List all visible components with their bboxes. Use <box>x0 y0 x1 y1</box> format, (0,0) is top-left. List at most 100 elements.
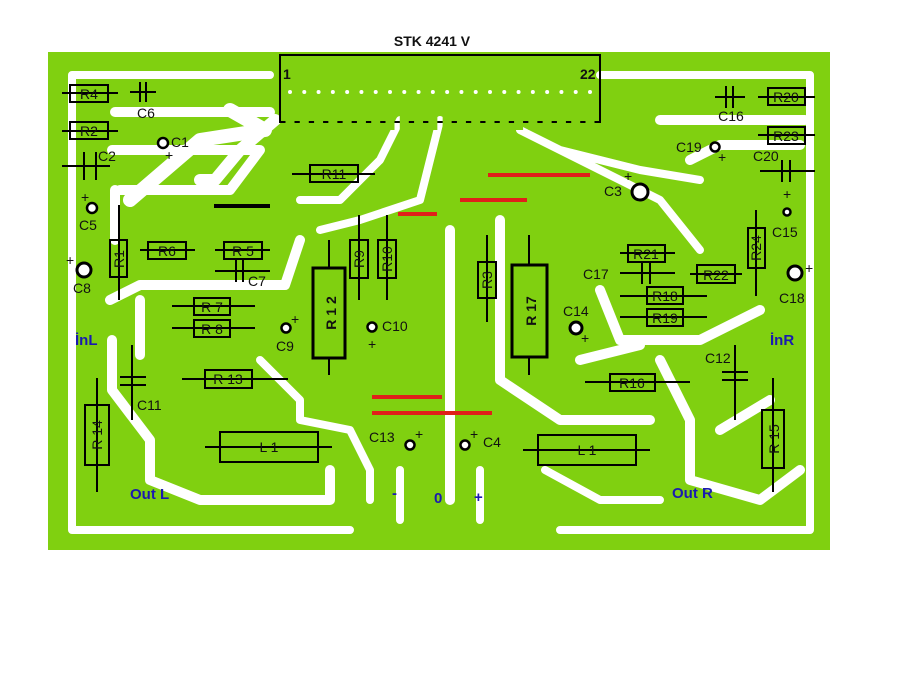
input-right-label: İnR <box>770 332 794 349</box>
svg-text:C1: C1 <box>171 134 189 150</box>
resistor-r18: R18 <box>620 286 707 305</box>
ic-pin-hole <box>416 90 421 94</box>
svg-text:+: + <box>581 330 589 346</box>
ic-pin-hole <box>316 90 321 94</box>
ic-pin-hole <box>473 90 478 94</box>
svg-text:R21: R21 <box>633 246 659 262</box>
copper-isolation <box>68 71 814 534</box>
capacitor-c6: C6 <box>130 82 156 121</box>
ic-pin-hole <box>459 90 464 94</box>
svg-text:R19: R19 <box>652 310 678 326</box>
svg-text:+: + <box>291 311 299 327</box>
resistor-r11: R11 <box>292 164 375 183</box>
svg-text:R 7: R 7 <box>201 299 223 315</box>
resistor-r14: R 14 <box>84 378 110 492</box>
ic-pin-hole <box>345 90 350 94</box>
resistor-r17: R 17 <box>510 235 549 375</box>
capacitor-c4: C4+ <box>459 426 501 451</box>
svg-text:R24: R24 <box>748 235 764 261</box>
ground-label: 0 <box>434 490 442 507</box>
svg-text:L 1: L 1 <box>578 442 597 458</box>
resistor-r1: R1 <box>109 205 128 300</box>
svg-text:+: + <box>718 149 726 165</box>
ic-pin-hole <box>588 90 592 94</box>
svg-text:R3: R3 <box>479 271 495 289</box>
resistor-r24: R24 <box>747 210 766 296</box>
ic-pin-22-label: 22 <box>580 66 596 82</box>
ic-stk4241v-outline <box>279 54 601 123</box>
supply-plus-label: + <box>474 489 483 506</box>
resistor-r12: R 1 2 <box>311 240 347 375</box>
svg-text:+: + <box>470 426 478 442</box>
svg-text:R22: R22 <box>703 267 729 283</box>
ic-pin-hole <box>559 90 564 94</box>
svg-text:R 17: R 17 <box>523 296 539 326</box>
resistor-r19: R19 <box>620 308 707 327</box>
ic-pin-hole <box>288 90 292 94</box>
board-title: STK 4241 V <box>394 33 471 49</box>
output-left-label: Out L <box>130 486 169 503</box>
ic-pin-hole <box>445 90 450 94</box>
capacitor-c3: C3+ <box>604 168 650 202</box>
ic-pin-hole <box>530 90 535 94</box>
svg-text:C14: C14 <box>563 303 589 319</box>
resistor-r2: R2 <box>62 121 118 140</box>
svg-text:R 13: R 13 <box>213 371 243 387</box>
svg-text:C7: C7 <box>248 273 266 289</box>
svg-text:L 1: L 1 <box>260 439 279 455</box>
capacitor-c9: C9 + <box>276 311 299 354</box>
resistor-r13: R 13 <box>182 369 288 389</box>
resistor-r20: R20 <box>758 87 815 106</box>
resistor-r16: R16 <box>585 373 690 392</box>
svg-text:C18: C18 <box>779 290 805 306</box>
ic-pin-hole <box>545 90 550 94</box>
capacitor-c11: C11 <box>120 345 162 420</box>
resistor-r5: R 5 <box>215 241 270 260</box>
capacitor-c18: C18+ <box>779 260 813 306</box>
svg-text:C2: C2 <box>98 148 116 164</box>
resistor-r9: R9 <box>349 215 369 300</box>
capacitor-c17: C17 <box>583 262 675 284</box>
resistor-r3: R3 <box>477 235 497 322</box>
svg-text:C16: C16 <box>718 108 744 124</box>
svg-text:R23: R23 <box>773 128 799 144</box>
svg-text:R18: R18 <box>652 288 678 304</box>
capacitor-c19: C19+ <box>676 139 726 165</box>
resistor-r21: R21 <box>620 244 675 263</box>
ic-pin-hole <box>516 90 521 94</box>
svg-text:+: + <box>624 168 632 184</box>
svg-text:R16: R16 <box>619 375 645 391</box>
capacitor-c5: C5 + <box>79 189 99 233</box>
svg-text:C5: C5 <box>79 217 97 233</box>
svg-text:R6: R6 <box>158 243 176 259</box>
capacitor-c15: C15+ <box>772 186 798 240</box>
inductor-l1-right: L 1 <box>523 434 650 466</box>
svg-text:C15: C15 <box>772 224 798 240</box>
svg-text:+: + <box>66 252 74 268</box>
ic-pin-1-label: 1 <box>283 66 291 82</box>
ic-pin-hole <box>573 90 578 94</box>
resistor-r23: R23 <box>758 126 815 145</box>
ic-pin-hole <box>330 90 335 94</box>
capacitor-c10: C10 + <box>366 318 408 352</box>
svg-text:C12: C12 <box>705 350 731 366</box>
ic-pin-hole <box>388 90 392 94</box>
svg-text:R11: R11 <box>322 166 347 182</box>
svg-text:C17: C17 <box>583 266 609 282</box>
capacitor-c14: C14 + <box>563 303 589 346</box>
svg-text:C10: C10 <box>382 318 408 334</box>
resistor-r22: R22 <box>690 264 742 284</box>
resistor-r10: R10 <box>377 215 397 300</box>
ic-pin-hole <box>373 90 378 94</box>
svg-text:+: + <box>81 189 89 205</box>
resistor-r6: R6 <box>140 241 195 260</box>
svg-text:C9: C9 <box>276 338 294 354</box>
ic-pin-hole <box>402 90 407 94</box>
svg-text:R 15: R 15 <box>766 424 782 454</box>
svg-text:+: + <box>415 426 423 442</box>
resistor-r7: R 7 <box>172 297 255 316</box>
svg-text:+: + <box>368 336 376 352</box>
ic-pin-hole <box>359 90 364 94</box>
input-left-label: İnL <box>75 332 98 349</box>
